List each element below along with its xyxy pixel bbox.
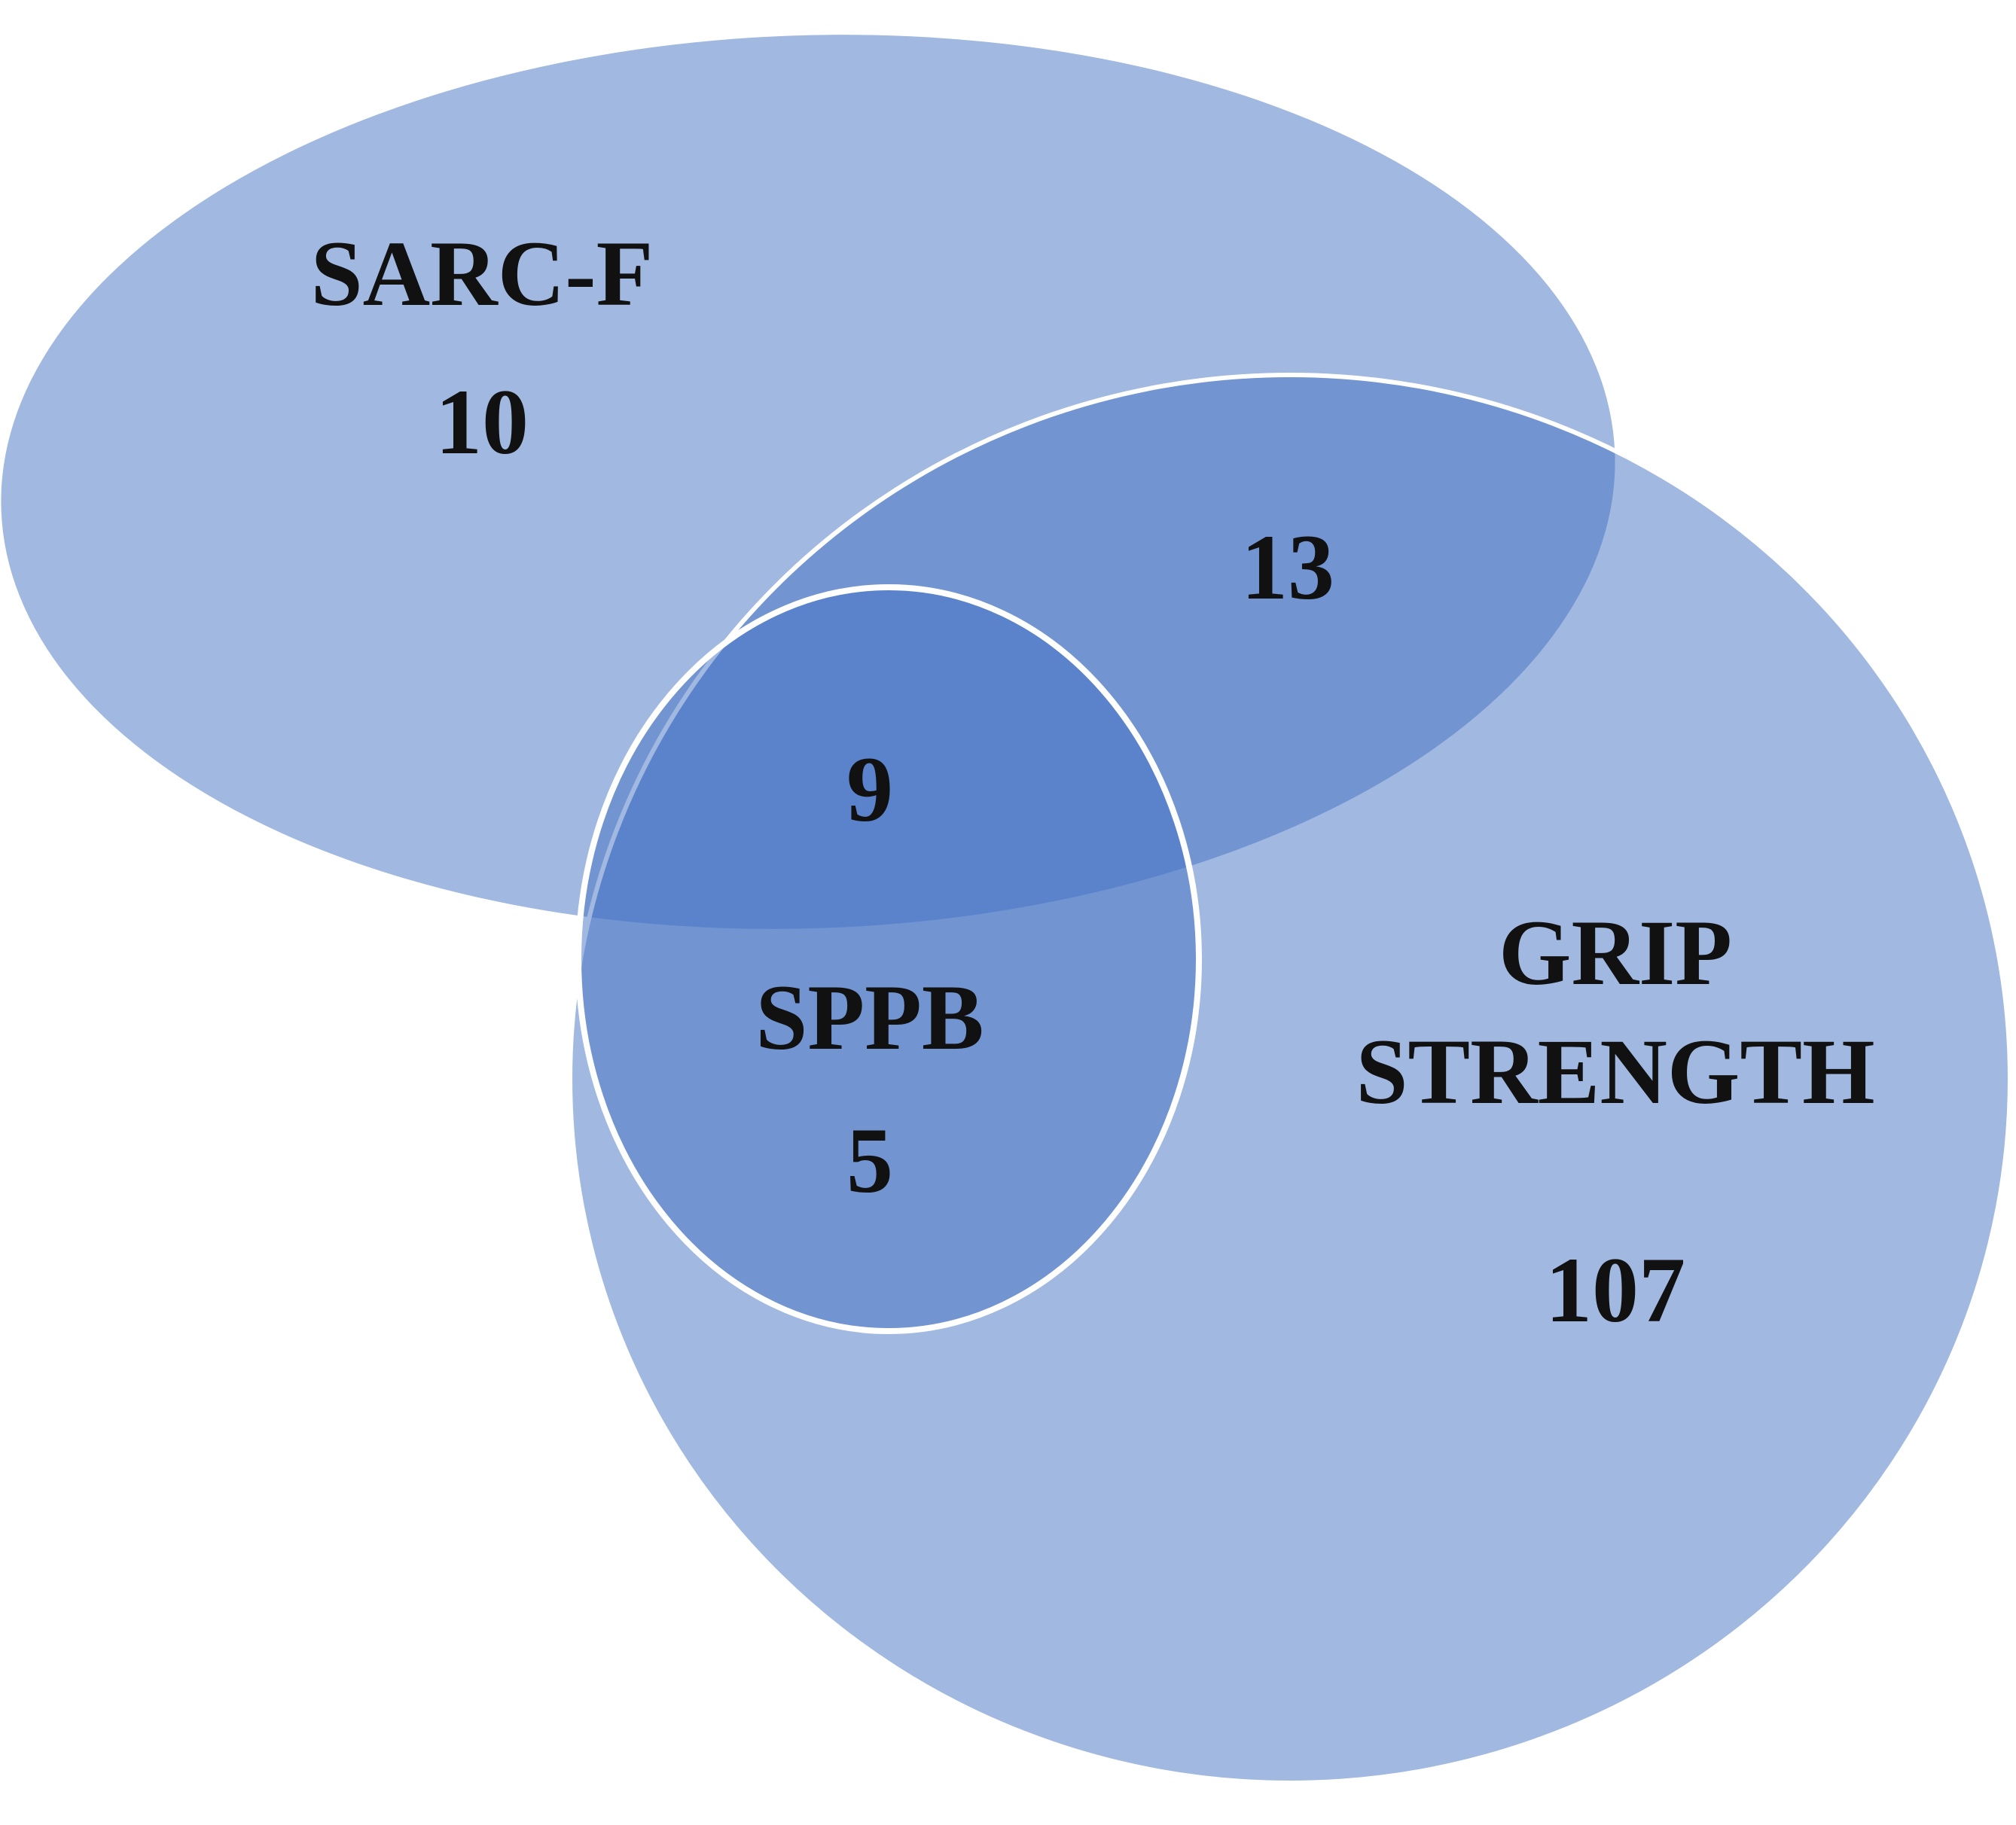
sppb-only-count: 5 bbox=[846, 1109, 893, 1212]
sarc-f-only-count: 10 bbox=[435, 370, 529, 474]
grip-strength-only-count: 107 bbox=[1545, 1239, 1685, 1342]
sarc-f-grip-overlap-count: 13 bbox=[1241, 516, 1334, 619]
triple-overlap-count: 9 bbox=[846, 738, 893, 841]
grip-strength-label-line1: GRIP bbox=[1499, 901, 1732, 1004]
sarc-f-label: SARC-F bbox=[311, 222, 654, 325]
sppb-label: SPPB bbox=[755, 966, 984, 1069]
grip-strength-label-line2: STRENGTH bbox=[1356, 1020, 1874, 1123]
sppb-set bbox=[575, 584, 1202, 1334]
